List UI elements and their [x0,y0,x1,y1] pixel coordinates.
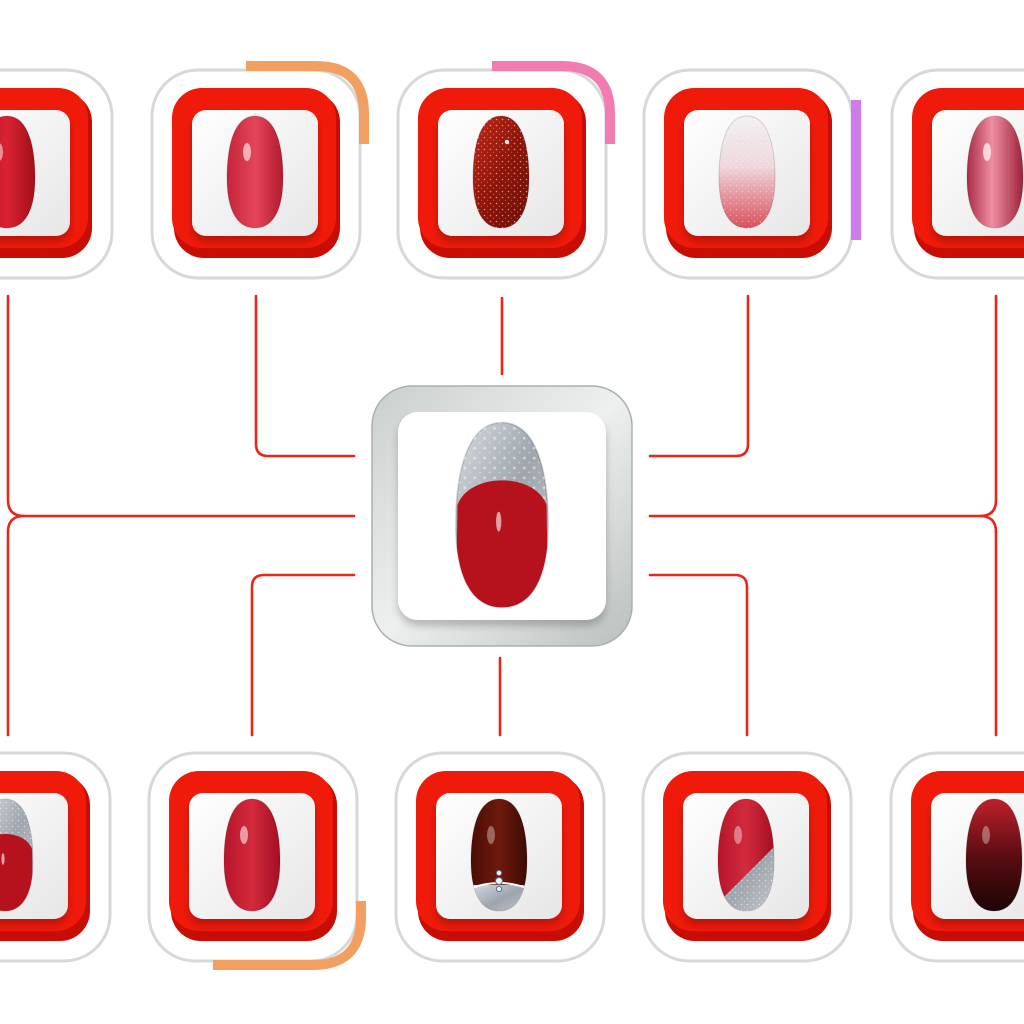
nail-burgundy-rhinestone-icon [470,798,528,912]
connector-line [250,573,356,737]
accent-arc [492,61,615,144]
nail-tiles [0,61,1024,970]
nail-tile[interactable] [642,68,861,280]
nail-rose-chrome-icon [966,115,1024,229]
connector-line [648,294,750,458]
nail-tile[interactable] [889,751,1024,963]
nail-french-red-silver-tip-icon [454,421,550,609]
nail-tile[interactable] [0,66,114,280]
connector-line [6,514,26,534]
nail-crimson-glossy-icon [223,798,281,912]
nail-tile[interactable] [147,751,366,970]
center-tile [371,385,633,647]
accent-arc [246,61,369,144]
connector-line [254,294,356,458]
nail-tile[interactable] [150,61,369,280]
connector-lines [6,294,998,737]
connector-line [6,294,356,518]
connector-line [648,573,749,737]
nail-tile[interactable] [641,751,853,963]
nail-tile[interactable] [890,68,1024,280]
nail-white-to-red-ombre-icon [718,115,776,229]
accent-arc [213,901,366,970]
nail-red-silver-tip-icon [0,798,34,912]
nail-tile[interactable] [0,751,112,963]
nail-red-glossy-icon [0,115,36,229]
nail-tile[interactable] [396,61,615,280]
nail-red-silver-diagonal-icon [717,798,775,912]
nail-tile[interactable] [394,751,606,963]
nail-raspberry-glossy-icon [226,115,284,229]
nail-red-glitter-icon [472,115,530,229]
nail-red-to-black-ombre-icon [965,798,1023,912]
connector-line [978,514,998,534]
connector-line [648,294,998,518]
